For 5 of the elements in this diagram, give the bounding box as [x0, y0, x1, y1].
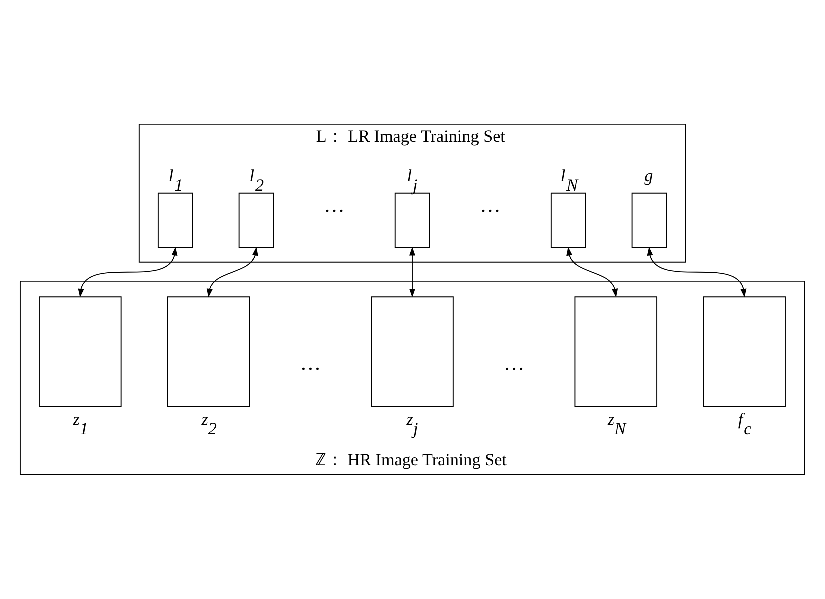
label: …: [504, 351, 525, 376]
label: …: [480, 193, 501, 218]
node-label: g: [644, 166, 654, 186]
label: …: [300, 351, 322, 376]
label: …: [324, 193, 345, 218]
